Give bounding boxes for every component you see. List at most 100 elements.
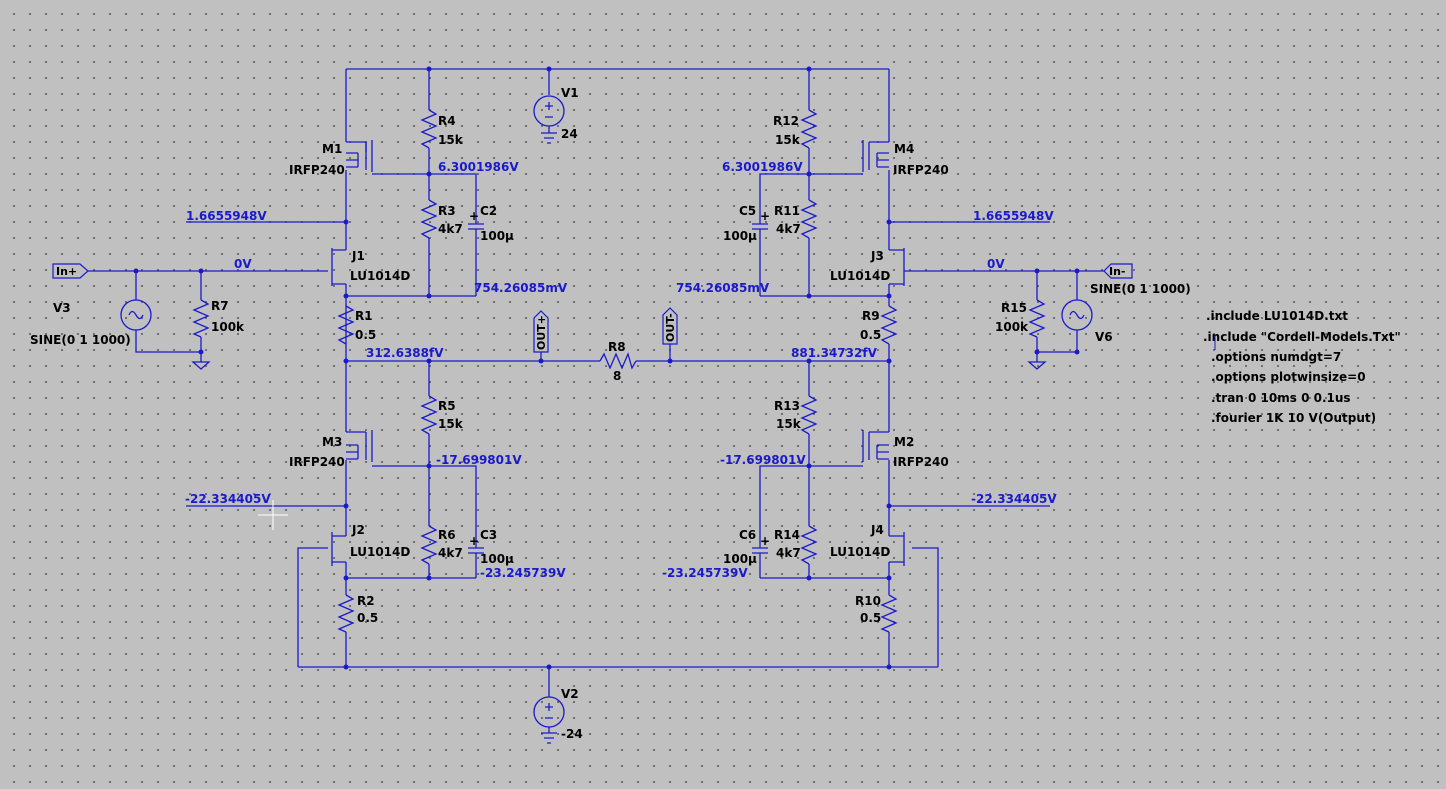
- directive-5[interactable]: .tran 0 10ms 0 0.1us: [1211, 391, 1351, 405]
- resistor-r10[interactable]: R10 0.5: [855, 594, 898, 633]
- resistor-r8[interactable]: R8 8: [599, 340, 637, 383]
- v2-name: V2: [561, 687, 579, 701]
- out-minus-label: OUT-: [664, 313, 677, 342]
- svg-text:+: +: [760, 534, 770, 548]
- capacitor-c2[interactable]: + C2 100µ: [468, 200, 514, 296]
- directive-6[interactable]: .fourier 1K 10 V(Output): [1211, 411, 1376, 425]
- j4-name: J4: [870, 523, 884, 537]
- j3-model: LU1014D: [830, 269, 890, 283]
- vlabel-out-left: 312.6388fV: [366, 346, 444, 360]
- input-port-in-minus[interactable]: In-: [1103, 263, 1133, 279]
- r1-name: R1: [355, 309, 373, 323]
- vlabel-src-m2: -22.334405V: [971, 492, 1057, 506]
- vlabel-in-right: 0V: [987, 257, 1005, 271]
- positive-rail[interactable]: [345, 66, 890, 143]
- mosfet-m4[interactable]: M4 IRFP240: [759, 140, 949, 200]
- jfet-j2[interactable]: J2 LU1014D: [331, 523, 410, 595]
- j3-name: J3: [870, 249, 884, 263]
- resistor-r5[interactable]: R5 15k: [420, 361, 464, 469]
- svg-text:+: +: [469, 209, 479, 223]
- resistor-r2[interactable]: R2 0.5: [337, 594, 378, 633]
- source-v1[interactable]: V1 24: [533, 86, 579, 144]
- m1-model: IRFP240: [289, 163, 345, 177]
- v3-value: SINE(0 1 1000): [30, 333, 131, 347]
- r8-value: 8: [613, 369, 621, 383]
- resistor-r15[interactable]: R15 100k: [995, 271, 1047, 370]
- svg-text:+: +: [760, 209, 770, 223]
- directive-4[interactable]: .options plotwinsize=0: [1211, 370, 1366, 384]
- c5-value: 100µ: [723, 229, 757, 243]
- vlabel-out-right: 881.34732fV: [791, 346, 878, 360]
- resistor-r11[interactable]: R11 4k7: [774, 174, 818, 296]
- input-port-in-plus[interactable]: In+ 0V: [52, 257, 328, 279]
- resistor-r3[interactable]: R3 4k7: [420, 174, 463, 296]
- capacitor-c5[interactable]: + C5 100µ: [723, 200, 770, 296]
- negative-rail[interactable]: [297, 547, 939, 697]
- v6-name: V6: [1095, 330, 1113, 344]
- directive-3[interactable]: .options numdgt=7: [1211, 350, 1341, 364]
- output-port-out-plus[interactable]: OUT+: [533, 310, 549, 361]
- v3-name: V3: [53, 301, 71, 315]
- r11-name: R11: [774, 204, 800, 218]
- vlabel-src-m1: 1.6655948V: [186, 209, 267, 223]
- c2-value: 100µ: [480, 229, 514, 243]
- resistor-r14[interactable]: R14 4k7: [774, 466, 818, 578]
- v1-value: 24: [561, 127, 578, 141]
- mosfet-m3[interactable]: M3 IRFP240: [289, 430, 477, 524]
- j1-model: LU1014D: [350, 269, 410, 283]
- c2-name: C2: [480, 204, 497, 218]
- m2-model: IRFP240: [893, 455, 949, 469]
- vlabel-gate-m3: -17.699801V: [436, 453, 522, 467]
- r1-value: 0.5: [355, 328, 376, 342]
- r13-name: R13: [774, 399, 800, 413]
- m4-model: IRFP240: [893, 163, 949, 177]
- r4-name: R4: [438, 114, 456, 128]
- vlabel-src-j2: -23.245739V: [480, 566, 566, 580]
- r10-value: 0.5: [860, 611, 881, 625]
- m3-model: IRFP240: [289, 455, 345, 469]
- source-v6[interactable]: SINE(0 1 1000) V6: [1037, 271, 1191, 355]
- r7-name: R7: [211, 299, 229, 313]
- j4-model: LU1014D: [830, 545, 890, 559]
- c3-value: 100µ: [480, 552, 514, 566]
- c6-name: C6: [739, 528, 756, 542]
- vlabel-in-left: 0V: [234, 257, 252, 271]
- resistor-r1[interactable]: R1 0.5: [337, 305, 376, 345]
- r5-name: R5: [438, 399, 456, 413]
- resistor-r6[interactable]: R6 4k7: [420, 466, 463, 578]
- capacitor-c3[interactable]: + C3 100µ: [468, 524, 514, 578]
- mosfet-m2[interactable]: M2 IRFP240: [759, 430, 949, 524]
- r8-name: R8: [608, 340, 626, 354]
- r3-value: 4k7: [438, 222, 463, 236]
- resistor-r7[interactable]: R7 100k: [191, 271, 245, 370]
- source-v3[interactable]: V3 SINE(0 1 1000): [30, 271, 201, 353]
- resistor-r13[interactable]: R13 15k: [774, 361, 818, 469]
- r2-value: 0.5: [357, 611, 378, 625]
- directive-2[interactable]: .include "Cordell-Models.Txt": [1203, 330, 1401, 344]
- vlabel-gate-m2: -17.699801V: [720, 453, 806, 467]
- vlabel-gate-m4: 6.3001986V: [722, 160, 803, 174]
- spice-directives[interactable]: .include LU1014D.txt .include "Cordell-M…: [1203, 309, 1401, 425]
- j1-name: J1: [351, 249, 365, 263]
- c3-name: C3: [480, 528, 497, 542]
- output-port-out-minus[interactable]: OUT-: [662, 307, 678, 361]
- r9-name: R9: [862, 309, 880, 323]
- r13-value: 15k: [776, 417, 802, 431]
- v2-value: -24: [561, 727, 583, 741]
- out-plus-label: OUT+: [535, 315, 548, 350]
- resistor-r9[interactable]: R9 0.5: [860, 305, 898, 361]
- r7-value: 100k: [211, 320, 245, 334]
- m4-name: M4: [894, 142, 914, 156]
- capacitor-c6[interactable]: + C6 100µ: [723, 524, 770, 578]
- directive-1[interactable]: .include LU1014D.txt: [1206, 309, 1348, 323]
- source-v2[interactable]: V2 -24: [533, 687, 583, 744]
- resistor-r12[interactable]: R12 15k: [773, 109, 818, 177]
- v1-name: V1: [561, 86, 579, 100]
- resistor-r4[interactable]: R4 15k: [420, 109, 464, 177]
- vlabel-src-j3: 754.26085mV: [676, 281, 770, 295]
- r15-name: R15: [1001, 301, 1027, 315]
- mosfet-m1[interactable]: M1 IRFP240: [289, 140, 429, 177]
- jfet-j4[interactable]: J4 LU1014D: [830, 523, 905, 595]
- r3-name: R3: [438, 204, 456, 218]
